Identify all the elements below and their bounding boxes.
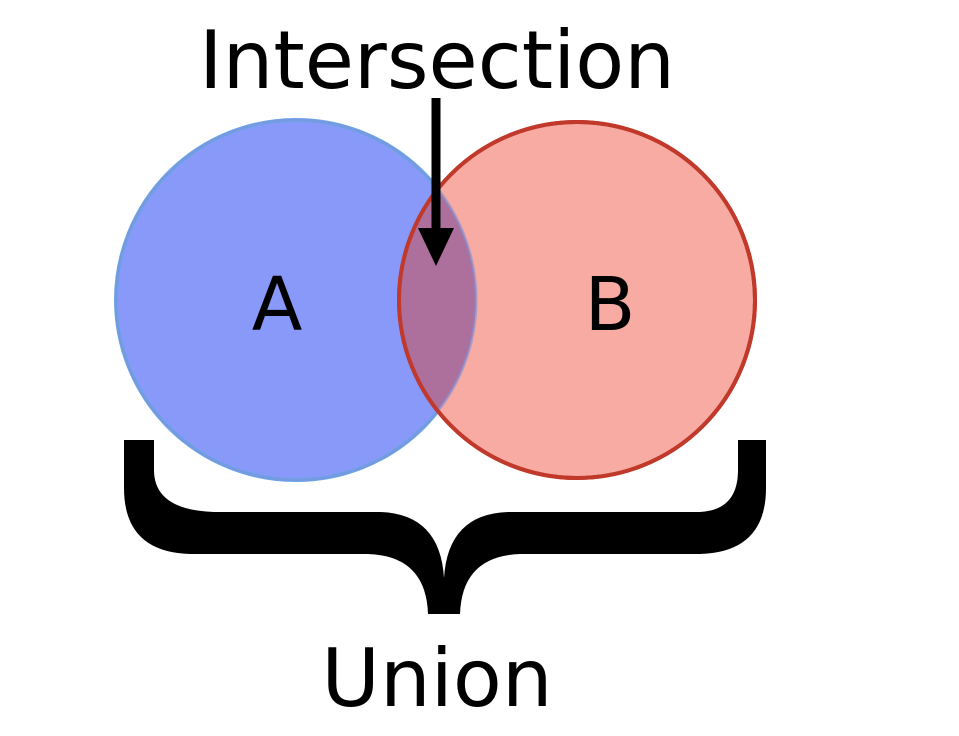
- arrow-head: [418, 228, 454, 266]
- intersection-arrow: [418, 98, 454, 266]
- union-brace: [124, 440, 766, 614]
- set-a-outline-overlay: [114, 118, 478, 482]
- union-label: Union: [321, 632, 552, 725]
- set-b-outline: [397, 120, 757, 480]
- set-a-label: A: [252, 262, 303, 348]
- intersection-title: Intersection: [199, 14, 675, 107]
- set-b-label: B: [585, 262, 636, 348]
